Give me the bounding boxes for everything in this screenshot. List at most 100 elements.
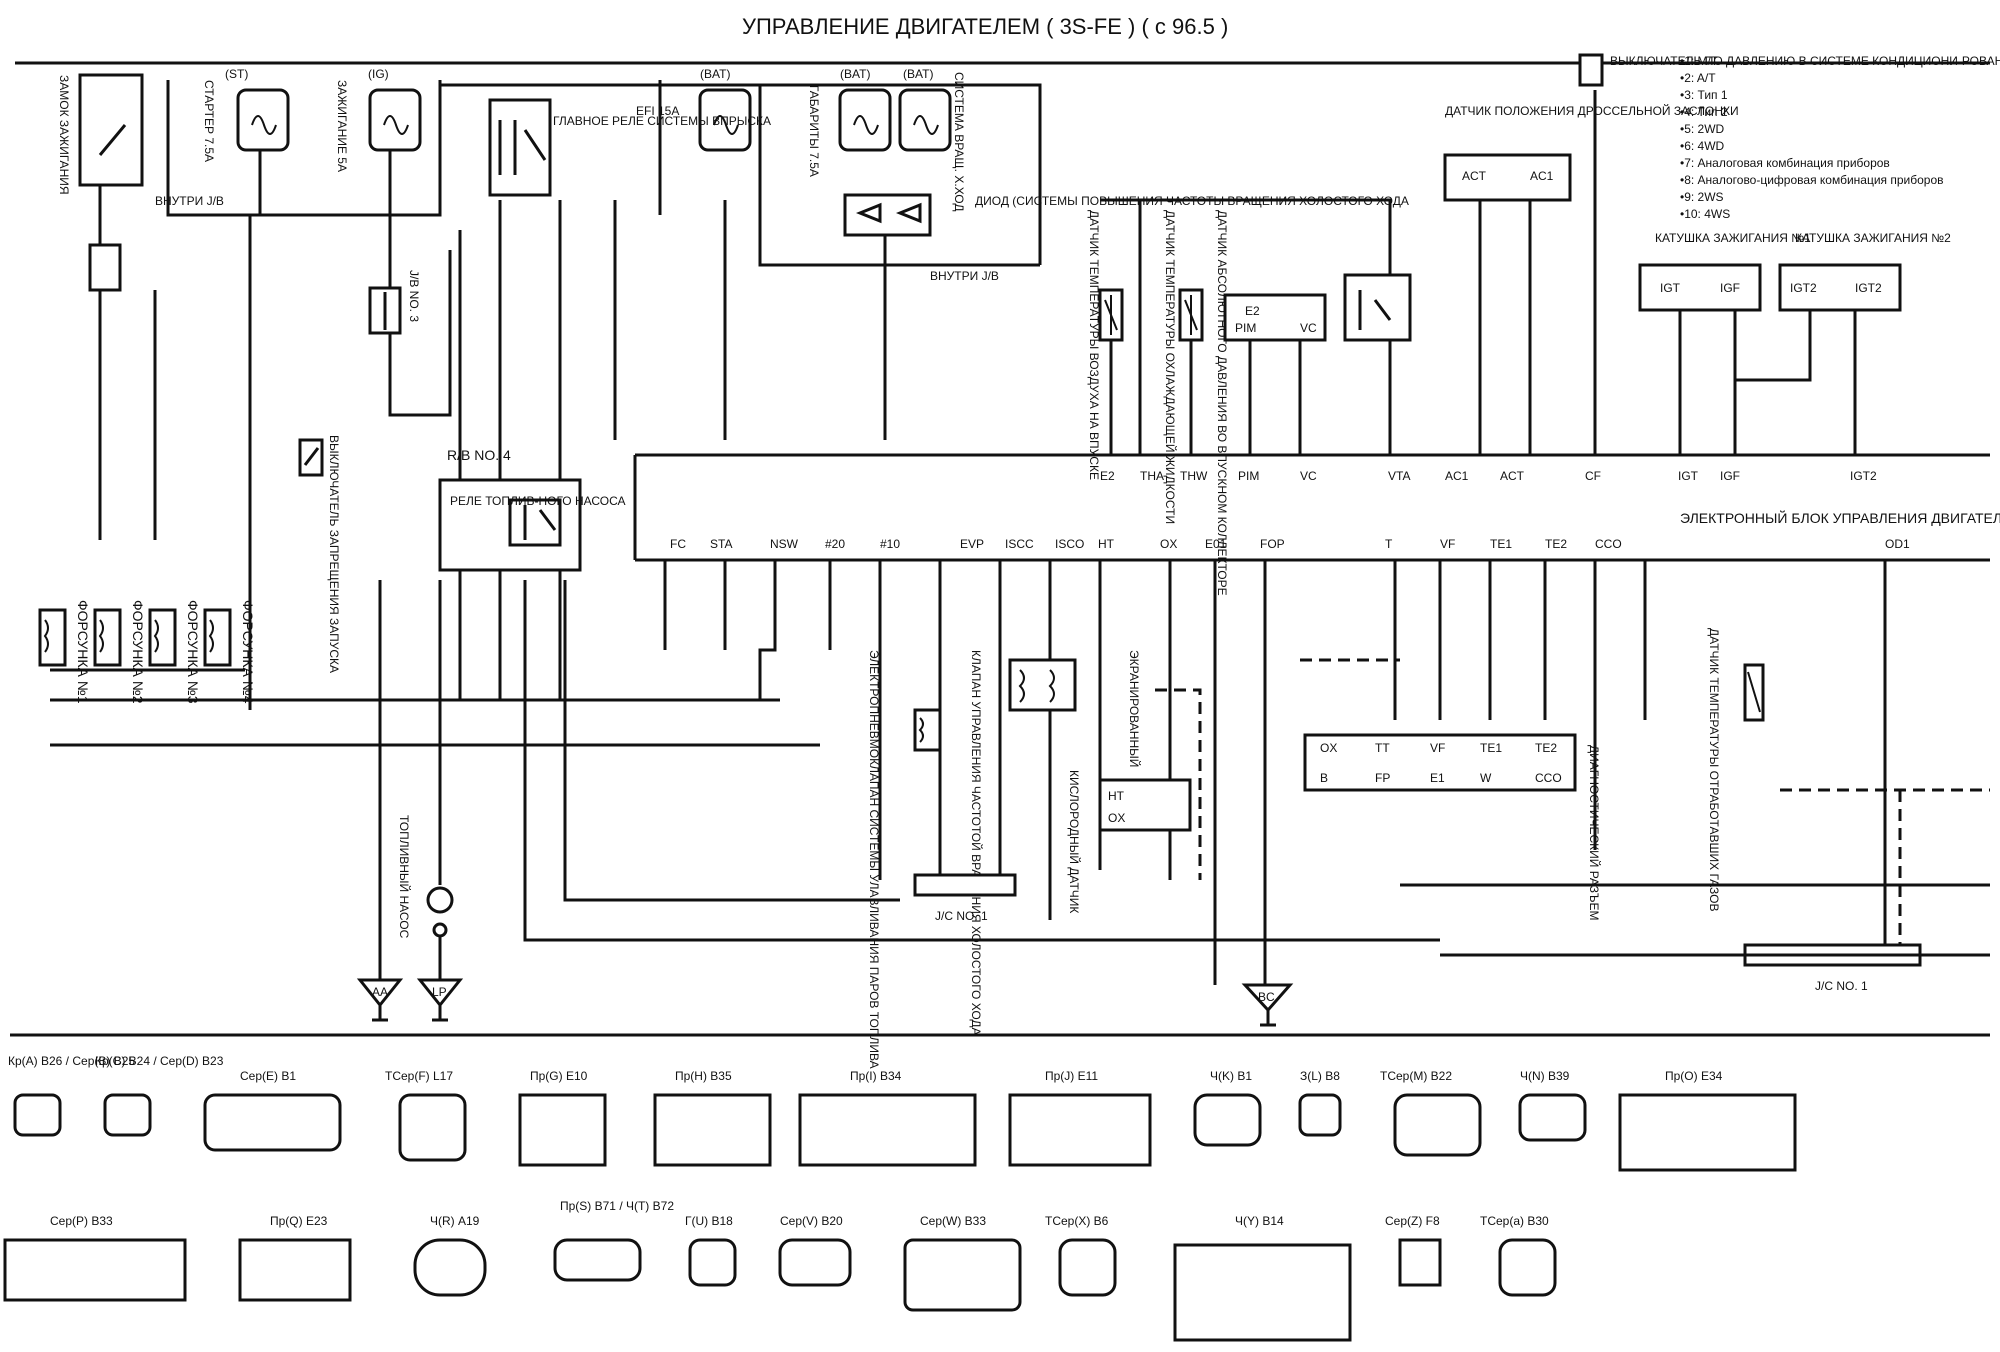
injector-label: ФОРСУНКА №3 [185,600,201,704]
injector-2: ФОРСУНКА №2 [93,600,146,704]
connector-u[interactable]: Г(U) B18 [685,1214,737,1287]
connector-o[interactable]: Пр(O) E34 [1618,1069,1797,1172]
injector-1: ФОРСУНКА №1 [38,600,91,704]
diag-pin: OX [1320,741,1337,755]
ecu-pin-label: VF [1440,537,1455,551]
fuse-source-label: (BAT) [903,67,933,81]
connectors-row-2: Сер(P) B33 Пр(Q) E23 Ч(R) A19 Пр(S) B71 … [3,1199,1557,1342]
ecu-bottom-pins: FC STA NSW #20 #10 EVP ISCC ISCO HT OX E… [670,537,1910,551]
inside-jb-label-2: ВНУТРИ J/B [930,269,999,283]
connector-label: ТСер(M) B22 [1380,1069,1452,1083]
ground-aa: AA [356,978,404,1022]
shielded-label: ЭКРАНИРОВАННЫЙ [1127,650,1142,767]
start-inhibit-label: ВЫКЛЮЧАТЕЛЬ ЗАПРЕЩЕНИЯ ЗАПУСКА [327,435,341,673]
connector-y[interactable]: Ч(Y) B14 [1173,1214,1352,1342]
diagnostic-connector: OX TT VF TE1 TE2 B FP E1 W CCO ДИАГНОСТИ… [1303,733,1602,921]
diag-pin: B [1320,771,1328,785]
connector-w[interactable]: Сер(W) B33 [903,1214,1022,1312]
idle-valve-label: КЛАПАН УПРАВЛЕНИЯ ЧАСТОТОЙ ВРАЩЕНИЯ ХОЛО… [969,650,984,1036]
ecu-pin-label: PIM [1238,469,1259,483]
ecu-pin-label: T [1385,537,1393,551]
connector-label: Ч(N) B39 [1520,1069,1570,1083]
connector-a-lower[interactable]: ТСер(a) B30 [1480,1214,1557,1297]
fuse-source-label: (IG) [368,67,389,81]
diag-pin: VF [1430,741,1445,755]
connector-label: Пр(S) B71 / Ч(T) B72 [560,1199,674,1213]
ecu-pin-label: OD1 [1885,537,1910,551]
jb-no3: J/B NO. 3 [368,270,421,335]
connector-h[interactable]: Пр(H) B35 [653,1069,772,1167]
throttle-pin: ACT [1462,169,1487,183]
throttle-potentiometer [1343,273,1412,342]
connector-v[interactable]: Сер(V) B20 [778,1214,852,1287]
connector-g[interactable]: Пр(G) E10 [518,1069,607,1167]
connector-z[interactable]: Сер(Z) F8 [1385,1214,1442,1287]
legend-item: •3: Тип 1 [1680,88,1728,102]
ecu-pin-label: AC1 [1445,469,1469,483]
connector-a-b[interactable]: Кр(A) B26 / Сер(B) B25 [8,1054,135,1137]
throttle-position-sensor: ACT AC1 ДАТЧИК ПОЛОЖЕНИЯ ДРОССЕЛЬНОЙ ЗАС… [1443,103,1739,202]
fuse-name-label: СТАРТЕР 7.5A [202,80,216,162]
connector-i[interactable]: Пр(I) B34 [798,1069,977,1167]
ecu-pin-label: E01 [1205,537,1227,551]
connector-k[interactable]: Ч(K) B1 [1193,1069,1262,1147]
ecu-pin-label: FC [670,537,686,551]
ecu-pin-label: THA [1140,469,1164,483]
ignition-switch-label: ЗАМОК ЗАЖИГАНИЯ [57,75,71,195]
sensor-label: ВЫКЛЮЧАТЕЛЬ ПО ДАВЛЕНИЮ В СИСТЕМЕ КОНДИЦ… [1610,54,2000,68]
connector-label: ТСер(F) L17 [385,1069,453,1083]
connector-label: Сер(Z) F8 [1385,1214,1440,1228]
ecu-pin-label: TE2 [1545,537,1567,551]
map-pin-pim: PIM [1235,321,1256,335]
connector-label: Сер(P) B33 [50,1214,113,1228]
ignition-coil-2: IGT2 IGT2 КАТУШКА ЗАЖИГАНИЯ №2 [1778,231,1951,312]
connectors-row-1: Кр(A) B26 / Сер(B) B25 Кр(C) B24 / Сер(D… [8,1054,1797,1172]
fuse-efi: (BAT) EFI 15A [636,67,752,152]
connector-l[interactable]: З(L) B8 [1298,1069,1342,1137]
connector-label: Сер(V) B20 [780,1214,843,1228]
map-pin-vc: VC [1300,321,1317,335]
connector-c-d[interactable]: Кр(C) B24 / Сер(D) B23 [95,1054,224,1137]
map-sensor: E2 PIM VC ДАТЧИК АБСОЛЮТНОГО ДАВЛЕНИЯ ВО… [1215,210,1327,596]
connector-label: Кр(C) B24 / Сер(D) B23 [95,1054,224,1068]
fuse-idle: (BAT) СИСТЕМА ВРАЩ. Х.ХОД [898,67,966,212]
ecu-pin-label: EVP [960,537,984,551]
injector-label: ФОРСУНКА №4 [240,600,256,704]
injector-4: ФОРСУНКА №4 [203,600,256,704]
ecu-pin-label: CCO [1595,537,1622,551]
connector-label: Ч(R) A19 [430,1214,480,1228]
diag-pin: E1 [1430,771,1445,785]
connector-j[interactable]: Пр(J) E11 [1008,1069,1152,1167]
egr-temp-label: ДАТЧИК ТЕМПЕРАТУРЫ ОТРАБОТАВШИХ ГАЗОВ [1707,628,1721,911]
connector-r[interactable]: Ч(R) A19 [413,1214,487,1297]
connector-label: Пр(I) B34 [850,1069,902,1083]
legend-item: •7: Аналоговая комбинация приборов [1680,156,1890,170]
map-pin-e2: E2 [1245,304,1260,318]
connector-m[interactable]: ТСер(M) B22 [1380,1069,1482,1157]
connector-label: ТСер(a) B30 [1480,1214,1549,1228]
connector-p[interactable]: Сер(P) B33 [3,1214,187,1302]
jc-label: J/C NO. 1 [1815,979,1868,993]
diag-pin: W [1480,771,1492,785]
ecu-pin-label: ISCC [1005,537,1034,551]
connector-s-t[interactable]: Пр(S) B71 / Ч(T) B72 [553,1199,674,1282]
connector-label: Кр(A) B26 / Сер(B) B25 [8,1054,135,1068]
fuel-pump-label: ТОПЛИВНЫЙ НАСОС [397,815,412,939]
o2-pin-ox: OX [1108,811,1125,825]
fuse-name-label: СИСТЕМА ВРАЩ. Х.ХОД [952,72,966,212]
ecu-pin-label: ACT [1500,469,1525,483]
connector-n[interactable]: Ч(N) B39 [1518,1069,1587,1142]
ecu-pin-label: THW [1180,469,1208,483]
sensor-label: ДАТЧИК ПОЛОЖЕНИЯ ДРОССЕЛЬНОЙ ЗАСЛОНКИ [1445,103,1739,118]
connector-q[interactable]: Пр(Q) E23 [238,1214,352,1302]
connector-x[interactable]: ТСер(X) B6 [1045,1214,1117,1297]
coil2-pin-b: IGT2 [1855,281,1882,295]
connector-label: Ч(K) B1 [1210,1069,1252,1083]
ecu-top-pins: E2 THA THW PIM VC VTA AC1 ACT CF IGT IGF… [1100,469,1877,483]
ignition-switch: ЗАМОК ЗАЖИГАНИЯ [57,73,144,195]
egr-temp-sensor: ДАТЧИК ТЕМПЕРАТУРЫ ОТРАБОТАВШИХ ГАЗОВ [1707,628,1765,911]
fuse-name-label: ГАБАРИТЫ 7.5A [807,85,821,177]
connector-f[interactable]: ТСер(F) L17 [385,1069,467,1162]
connector-label: Пр(H) B35 [675,1069,732,1083]
connector-e[interactable]: Сер(E) B1 [203,1069,342,1152]
